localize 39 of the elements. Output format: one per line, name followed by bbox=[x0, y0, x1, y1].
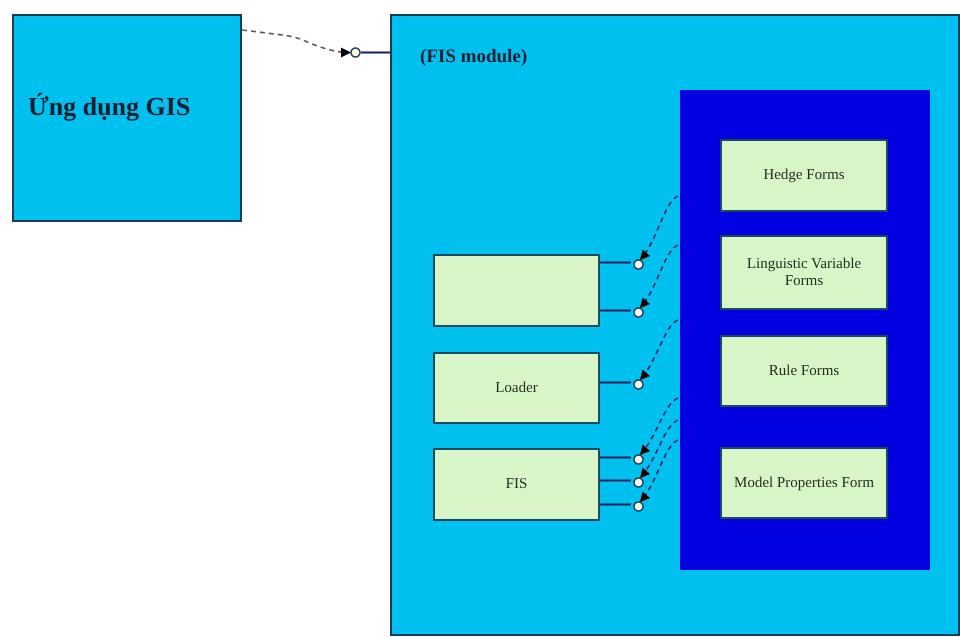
interface-line bbox=[598, 262, 631, 264]
component-label: Linguistic Variable Forms bbox=[746, 256, 862, 290]
dependency-arrow bbox=[640, 419, 678, 478]
component-box bbox=[433, 352, 600, 424]
interface-line bbox=[598, 382, 631, 384]
interface-line bbox=[598, 504, 631, 506]
interface-line bbox=[598, 456, 631, 458]
interface-line bbox=[598, 310, 631, 312]
interface-circle bbox=[633, 379, 644, 390]
component-box bbox=[720, 335, 888, 407]
app-title: Ứng dụng GIS bbox=[28, 92, 190, 122]
component-label: Hedge Forms bbox=[763, 167, 845, 184]
component-label: Rule Forms bbox=[768, 362, 840, 380]
component-box bbox=[720, 235, 888, 310]
interface-circle bbox=[633, 477, 644, 488]
dependency-arrow bbox=[242, 29, 351, 58]
component-box bbox=[433, 448, 600, 521]
component-label: Model Properties Form bbox=[734, 474, 874, 492]
interface-circle bbox=[633, 454, 644, 465]
interface-line bbox=[361, 52, 390, 54]
dependency-arrow bbox=[640, 319, 678, 380]
application-box bbox=[12, 14, 242, 222]
component-label: Loader bbox=[495, 380, 538, 396]
component-label: FIS bbox=[506, 476, 528, 493]
module-title: (FIS module) bbox=[420, 46, 528, 68]
dependency-arrow bbox=[640, 244, 678, 308]
dependency-arrow bbox=[640, 439, 678, 502]
interface-circle bbox=[633, 259, 644, 270]
dependency-arrow bbox=[640, 397, 678, 456]
component-box bbox=[720, 447, 888, 519]
interface-circle bbox=[633, 501, 644, 512]
forms-panel bbox=[680, 90, 930, 570]
component-box bbox=[433, 254, 600, 327]
interface-line bbox=[598, 480, 631, 482]
interface-circle bbox=[350, 47, 361, 58]
interface-circle bbox=[633, 307, 644, 318]
component-box bbox=[720, 139, 888, 212]
module-box bbox=[390, 14, 960, 636]
dependency-arrow bbox=[640, 195, 678, 260]
